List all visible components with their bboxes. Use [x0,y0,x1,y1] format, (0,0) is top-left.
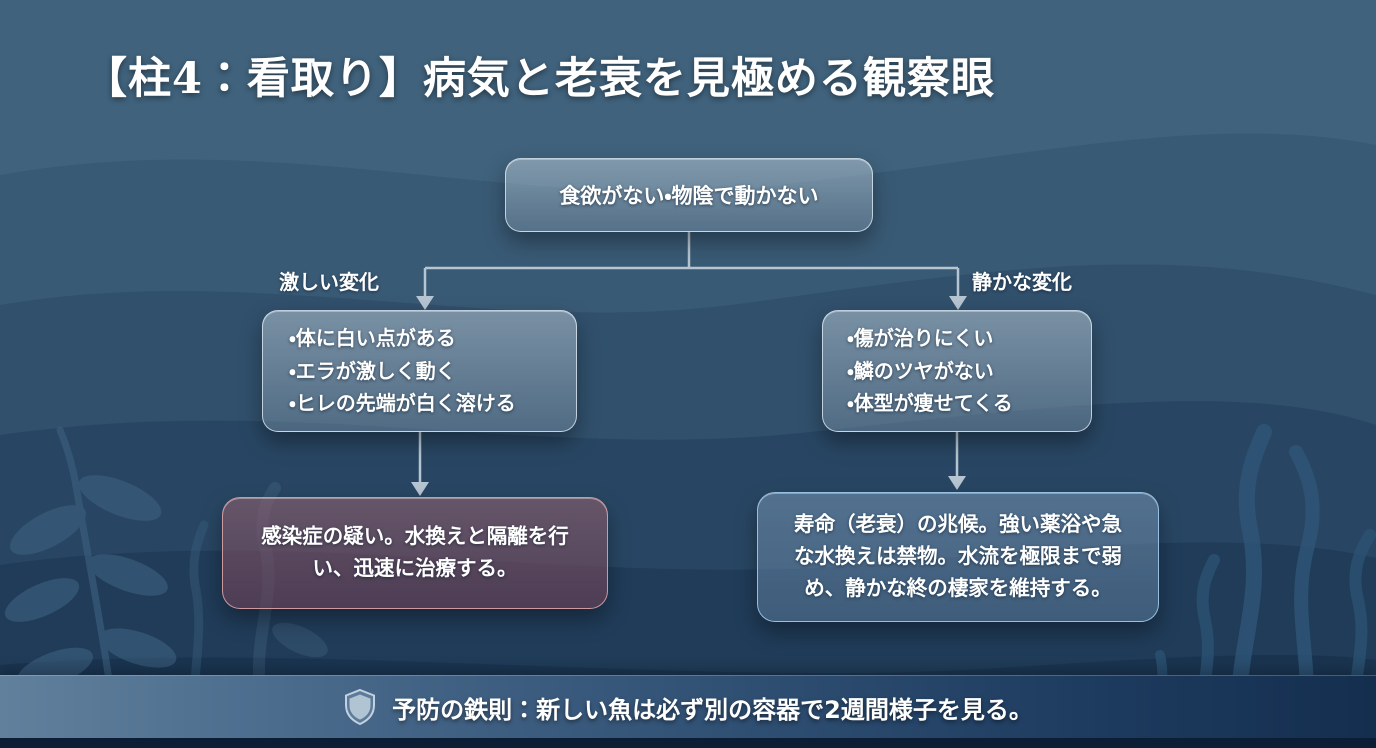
symptom-item: ・エラが激しく動く [289,358,456,383]
conclusion-text: 寿命（老衰）の兆候。強い薬浴や急な水換えは禁物。水流を極限まで弱め、静かな終の棲… [794,512,1122,600]
symptom-item: ・体に白い点がある [289,326,456,351]
flow-node-conclusion-aging: 寿命（老衰）の兆候。強い薬浴や急な水換えは禁物。水流を極限まで弱め、静かな終の棲… [757,492,1159,622]
page-title: 【柱4：看取り】病気と老衰を見極める観察眼 [84,54,995,104]
flow-node-label: 食欲がない・物陰で動かない [559,184,819,208]
footer-text: 予防の鉄則：新しい魚は必ず別の容器で2週間様子を見る。 [392,695,1033,724]
symptom-item: ・体型が痩せてくる [847,391,1013,416]
flow-node-conclusion-disease: 感染症の疑い。水換えと隔離を行い、迅速に治療する。 [222,497,608,609]
shield-icon [345,688,376,726]
flow-node-initial-symptom: 食欲がない・物陰で動かない [505,158,873,232]
branch-label-quiet-change: 静かな変化 [972,270,1072,294]
flow-node-quiet-symptoms: ・傷が治りにくい ・鱗のツヤがない ・体型が痩せてくる [822,310,1092,432]
symptom-item: ・傷が治りにくい [847,326,994,351]
symptom-item: ・ヒレの先端が白く溶ける [289,391,516,416]
conclusion-text: 感染症の疑い。水換えと隔離を行い、迅速に治療する。 [261,524,569,580]
flow-node-acute-symptoms: ・体に白い点がある ・エラが激しく動く ・ヒレの先端が白く溶ける [262,310,577,432]
branch-label-sudden-change: 激しい変化 [279,270,379,294]
footer-bottom-strip [0,738,1376,748]
symptom-item: ・鱗のツヤがない [847,358,994,383]
footer-bar: 予防の鉄則：新しい魚は必ず別の容器で2週間様子を見る。 [0,675,1376,738]
